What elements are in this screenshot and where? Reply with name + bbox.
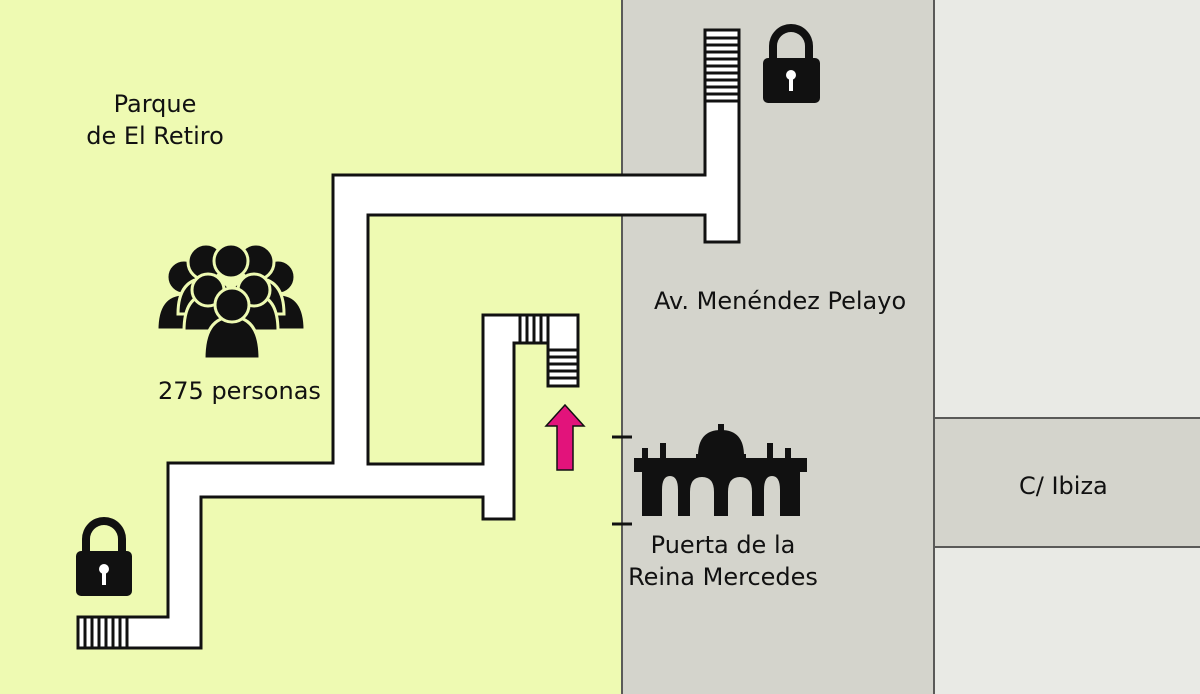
avenue-area: [622, 0, 933, 694]
tunnel-main: [76, 28, 741, 650]
crowd-count-label: 275 personas: [158, 377, 321, 405]
up-arrow-icon: [544, 403, 586, 471]
puerta-monument-icon: [634, 424, 807, 516]
stairs-bottom: [83, 617, 129, 648]
gate-label: Puerta de la Reina Mercedes: [628, 529, 818, 593]
stairs-top: [705, 36, 739, 103]
stairs-middle-horizontal: [514, 316, 550, 345]
block-bottom: [933, 546, 1200, 694]
gate-label-line2: Reina Mercedes: [628, 563, 818, 591]
park-label: Parque de El Retiro: [70, 88, 240, 152]
padlock-icon: [763, 24, 820, 103]
street-label: C/ Ibiza: [1019, 472, 1108, 500]
park-label-line1: Parque: [113, 90, 197, 118]
gate-entrance-marks: [612, 435, 632, 526]
tunnel-network: [76, 28, 741, 650]
block-top: [933, 0, 1200, 419]
avenue-label: Av. Menéndez Pelayo: [654, 287, 907, 315]
gate-label-line1: Puerta de la: [650, 531, 796, 559]
stairs-middle-vertical: [549, 348, 577, 380]
park-label-line2: de El Retiro: [86, 122, 224, 150]
crowd-icon: [155, 242, 307, 361]
padlock-icon: [76, 517, 132, 596]
street-ibiza: [934, 419, 1200, 546]
